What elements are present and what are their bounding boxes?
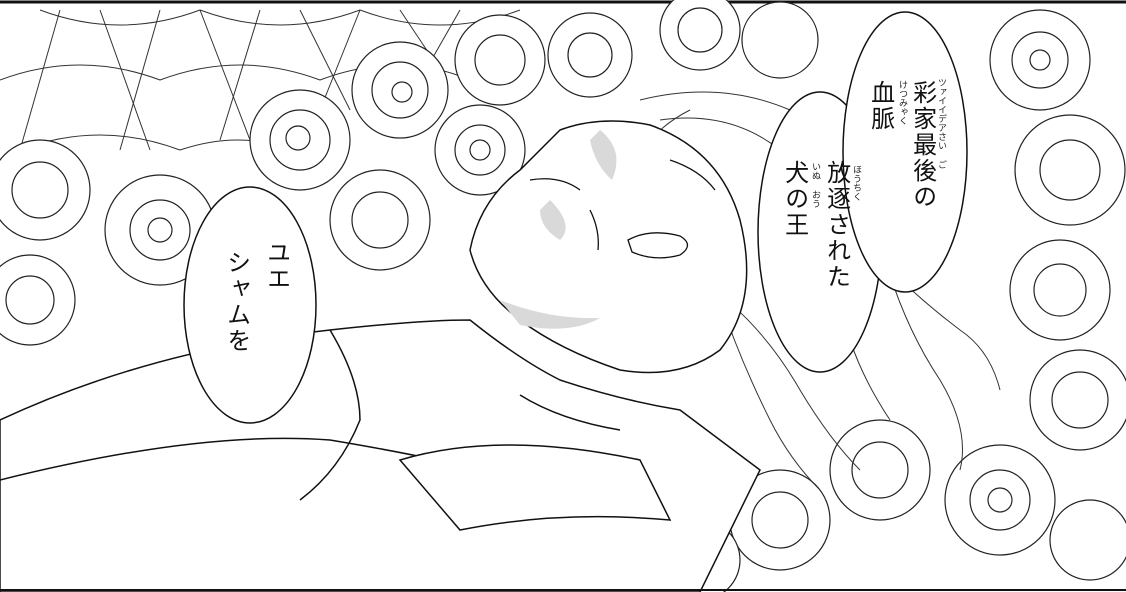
right-bubble-line2: 血脈 xyxy=(866,80,895,132)
speech-bubble-left xyxy=(183,186,317,424)
body-clothes xyxy=(0,319,761,592)
face xyxy=(469,120,748,374)
roses-upper xyxy=(0,0,819,346)
mid-bubble-line1: 放逐された xyxy=(822,160,851,290)
face-tone xyxy=(500,130,617,329)
mid-bubble-line2: 犬の王 xyxy=(780,160,809,238)
left-bubble-line2: シャムを xyxy=(222,250,251,354)
face-details xyxy=(529,159,716,259)
mid-bubble-line2-ruby: いぬ おう xyxy=(810,162,820,208)
right-bubble-line1-ruby: ツァイイデアさい ご xyxy=(936,78,946,169)
right-bubble-line2-ruby: けつみゃく xyxy=(897,80,907,125)
right-bubble-line1: 彩家最後の xyxy=(908,80,937,210)
mid-bubble-line1-ruby: ほうちく xyxy=(851,165,861,201)
speech-bubble-right xyxy=(842,11,968,293)
tufted-headboard xyxy=(0,9,521,151)
left-bubble-line1: ユエ xyxy=(262,240,291,292)
